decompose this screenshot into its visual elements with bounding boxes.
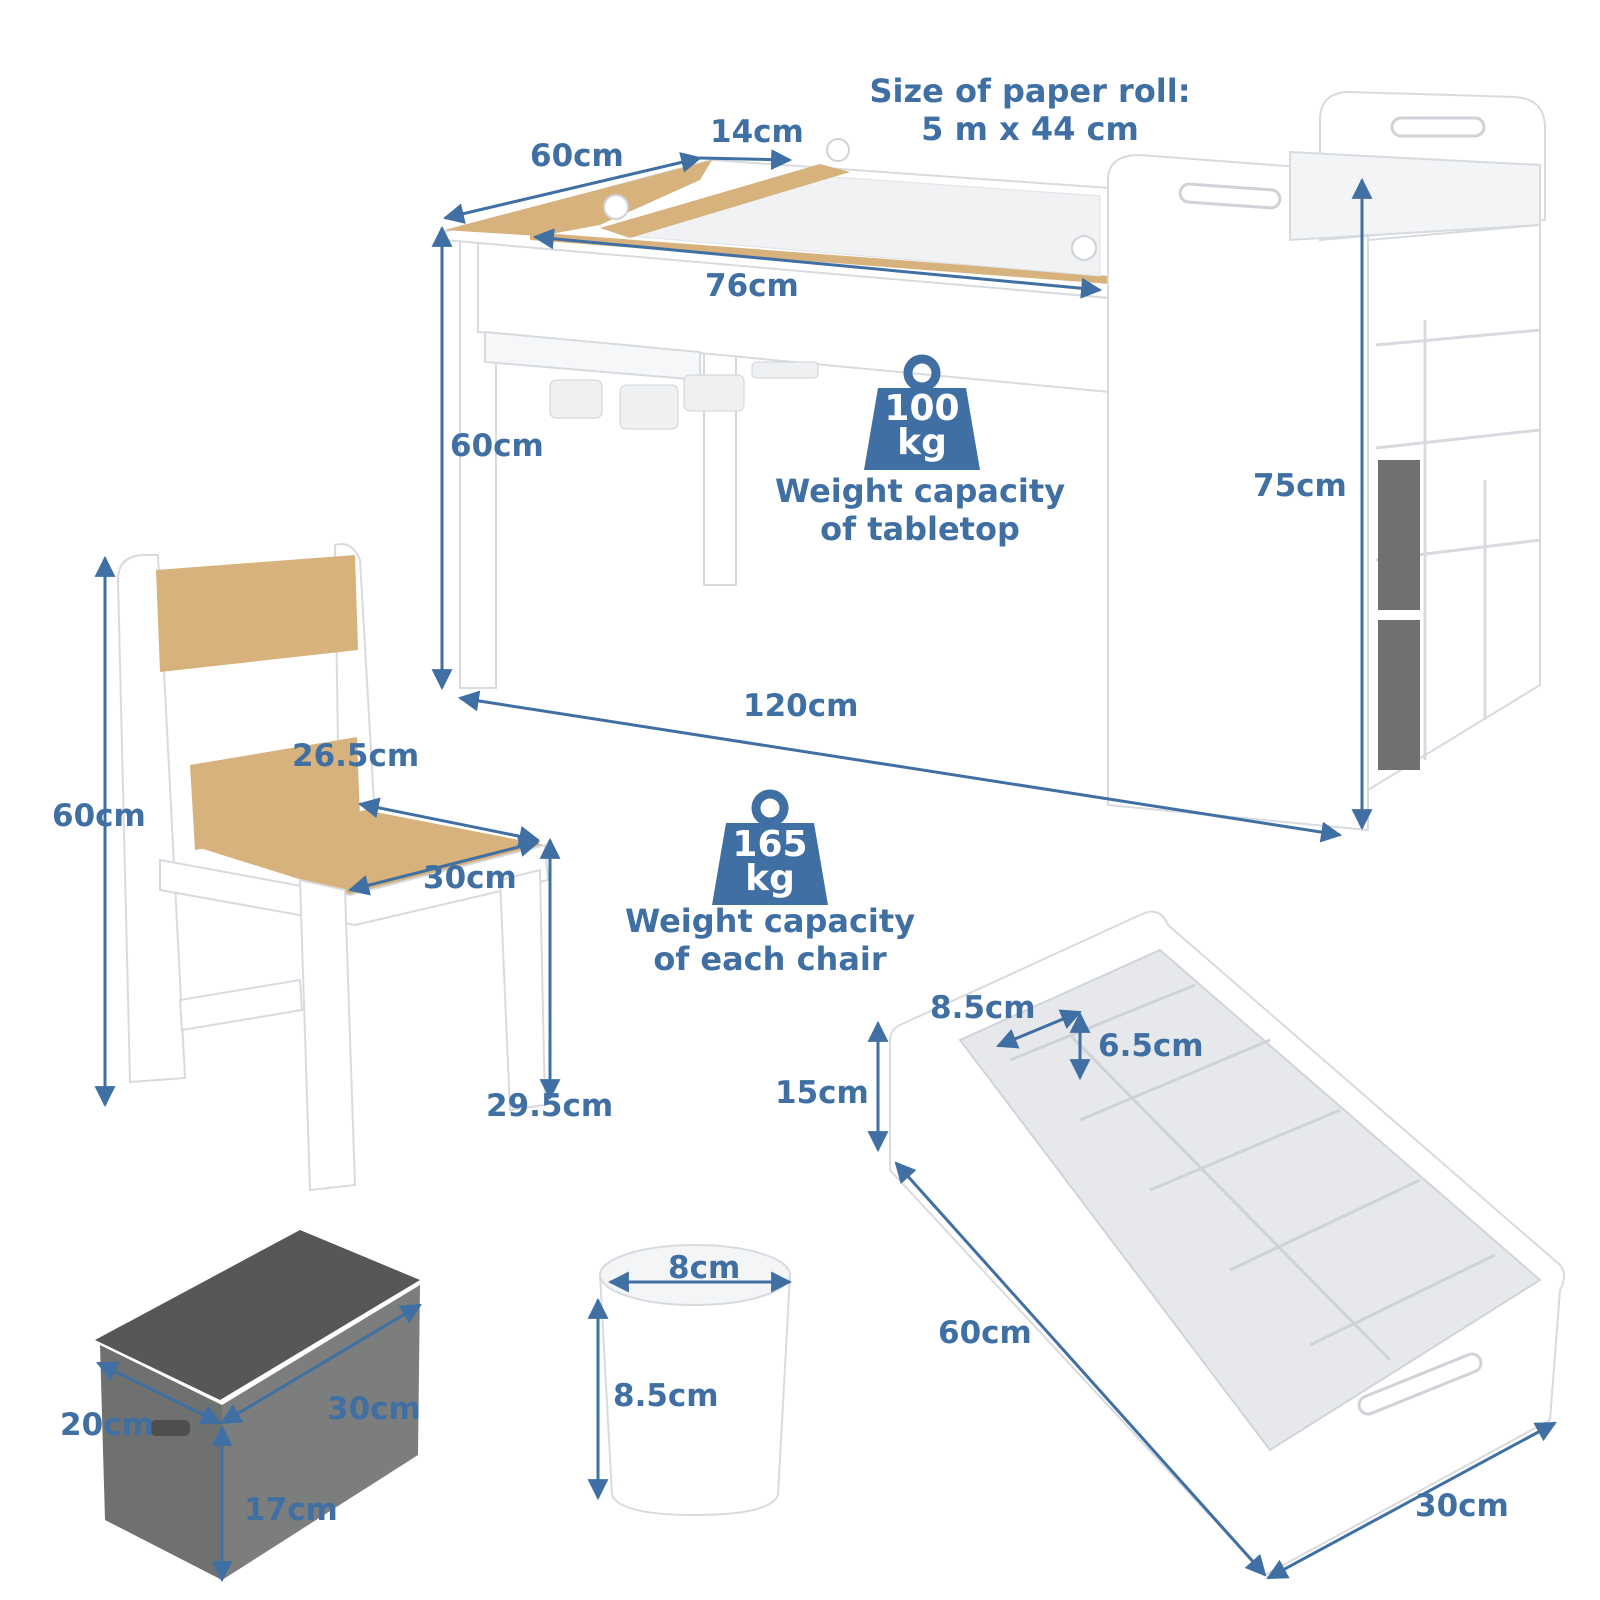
chair-weight-caption-line-1: Weight capacity <box>624 902 916 940</box>
cup-under-table-1 <box>549 379 603 419</box>
side-panel-handle <box>1178 182 1282 210</box>
chair-seat-height-label: 29.5cm <box>486 1088 614 1124</box>
roller-width-label: 14cm <box>710 114 804 150</box>
chair-weight-unit: kg <box>745 858 795 899</box>
paper-roll-line-1: Size of paper roll: <box>869 72 1191 110</box>
table-weight-caption: Weight capacity of tabletop <box>755 472 1085 548</box>
table-length-label: 120cm <box>743 688 859 724</box>
arrow-organizer-width <box>1266 1421 1557 1580</box>
cup-body <box>598 1274 792 1517</box>
organizer-cell-width-label: 8.5cm <box>930 990 1036 1026</box>
chair-height-label: 60cm <box>52 798 146 834</box>
chair-stretcher <box>178 978 304 1032</box>
chair-backrest-top <box>156 555 358 672</box>
chair-weight-value-group: 165 kg <box>720 824 820 899</box>
chair-front-leg-left <box>298 878 357 1192</box>
chair-front-leg-right <box>498 868 547 1112</box>
table-height-label: 60cm <box>450 428 544 464</box>
arrow-table-depth <box>442 152 703 224</box>
bin-length-label: 30cm <box>327 1391 421 1427</box>
chair-seat-depth-label: 26.5cm <box>292 738 420 774</box>
dimension-arrows <box>94 149 1557 1583</box>
shelf-height-label: 75cm <box>1253 468 1347 504</box>
organizer-handle <box>1357 1352 1483 1416</box>
table-weight-icon <box>864 354 980 470</box>
arrow-bin-height <box>96 1361 222 1425</box>
arrow-chair-seat-depth <box>357 797 541 847</box>
table-inner-width-label: 76cm <box>705 268 799 304</box>
organizer-height-label: 15cm <box>775 1075 869 1111</box>
bin-depth-label: 17cm <box>244 1492 338 1528</box>
chair-weight-value: 165 <box>732 824 808 865</box>
arrow-chair-seat-width <box>347 836 541 896</box>
table-weight-caption-line-1: Weight capacity <box>774 472 1066 510</box>
chair-seat-width-label: 30cm <box>423 860 517 896</box>
table-depth-label: 60cm <box>530 138 624 174</box>
paper-roll-caption: Size of paper roll: 5 m x 44 cm <box>865 72 1195 148</box>
arrow-roller <box>699 149 793 171</box>
shelf-bin-lower <box>1378 620 1420 770</box>
shelf-line-1 <box>1375 328 1541 347</box>
arrow-bin-length <box>220 1303 422 1425</box>
arrow-table-length <box>457 690 1343 843</box>
cup-diameter-label: 8cm <box>668 1250 741 1286</box>
cup-height-label: 8.5cm <box>613 1378 719 1414</box>
chair-weight-caption: Weight capacity of each chair <box>605 902 935 978</box>
organizer-wall-2 <box>1079 1038 1271 1122</box>
cup-under-table-3 <box>683 374 745 412</box>
chair-weight-caption-line-2: of each chair <box>653 940 887 978</box>
cup-under-table-4 <box>751 361 819 379</box>
organizer-wall-5 <box>1309 1253 1496 1347</box>
shelf-bin-upper <box>1378 460 1420 610</box>
table-weight-unit: kg <box>897 422 947 463</box>
paper-roll-line-2: 5 m x 44 cm <box>921 110 1139 148</box>
table-weight-caption-line-2: of tabletop <box>820 510 1020 548</box>
table-weight-value: 100 <box>884 388 960 429</box>
organizer-length-label: 60cm <box>938 1315 1032 1351</box>
bin-height-label: 20cm <box>60 1407 154 1443</box>
organizer-cell-height-label: 6.5cm <box>1098 1028 1204 1064</box>
shelf-line-2 <box>1375 428 1541 450</box>
top-organizer-compartments <box>1289 150 1541 242</box>
chair-back-left-post <box>116 554 187 1084</box>
fabric-bin-handle <box>150 1420 190 1436</box>
cup-under-table-2 <box>619 384 679 430</box>
arrow-table-inner-width <box>532 228 1103 299</box>
roller-knob-left <box>603 194 629 220</box>
roller-knob-right <box>826 138 850 162</box>
organizer-width-label: 30cm <box>1415 1488 1509 1524</box>
arrow-organizer-length <box>894 1161 1267 1577</box>
art-table-illustration <box>443 90 1546 832</box>
top-organizer-handle <box>1390 116 1486 138</box>
table-weight-value-group: 100 kg <box>872 388 972 463</box>
roller-knob-front <box>1071 235 1097 261</box>
arrow-cell-width <box>996 1009 1082 1049</box>
